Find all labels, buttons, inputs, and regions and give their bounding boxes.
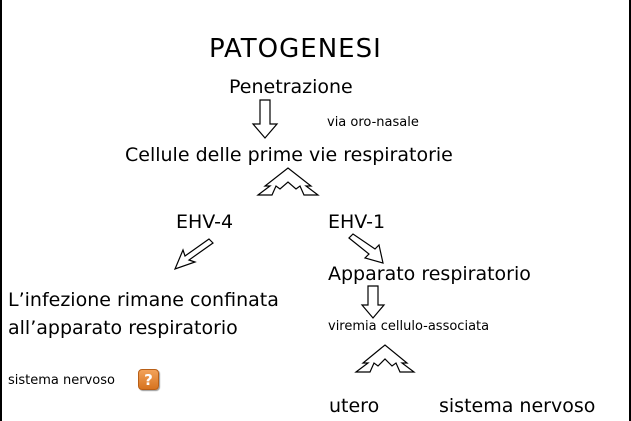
node-apparato-respiratorio: Apparato respiratorio [328, 263, 531, 285]
node-infezione-line2: all’apparato respiratorio [8, 317, 238, 339]
node-penetrazione: Penetrazione [229, 76, 353, 98]
help-question-icon[interactable]: ? [138, 369, 159, 390]
node-utero: utero [329, 395, 380, 417]
slide-title: PATOGENESI [209, 34, 382, 64]
node-viremia: viremia cellulo-associata [328, 319, 490, 334]
node-ehv4: EHV-4 [176, 211, 234, 233]
split-arrow-icon [256, 167, 320, 196]
label-via-oro-nasale: via oro-nasale [327, 115, 419, 130]
node-cellule: Cellule delle prime vie respiratorie [125, 144, 453, 166]
node-ehv1: EHV-1 [328, 211, 386, 233]
diagonal-down-left-arrow-icon [173, 238, 214, 271]
node-infezione-line1: L’infezione rimane confinata [8, 289, 279, 311]
node-sistema-nervoso-left: sistema nervoso [8, 373, 115, 388]
down-arrow-icon [251, 99, 279, 139]
split-arrow-icon [354, 344, 416, 373]
down-arrow-icon [360, 285, 386, 319]
diagonal-down-right-arrow-icon [348, 233, 384, 264]
node-sistema-nervoso-right: sistema nervoso [439, 395, 596, 417]
